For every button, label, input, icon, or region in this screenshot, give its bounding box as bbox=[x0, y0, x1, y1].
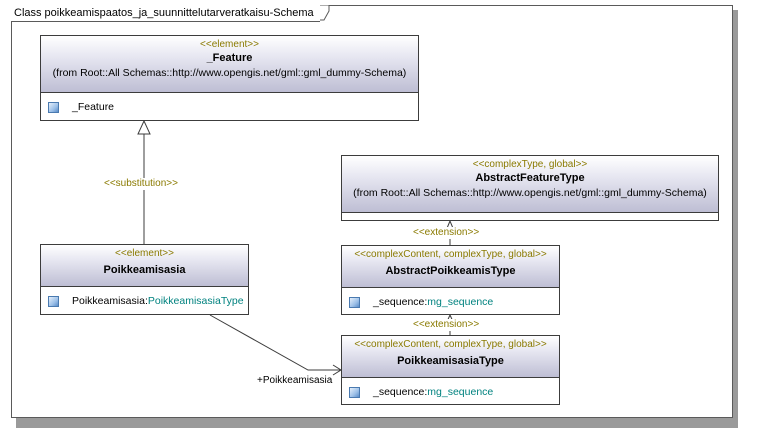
attribute-type: PoikkeamisasiaType bbox=[147, 295, 244, 307]
attribute-name: _Feature bbox=[72, 101, 115, 113]
class-abstract-poikkeamis-type-name: AbstractPoikkeamisType bbox=[385, 265, 516, 277]
attribute-type: mg_sequence bbox=[427, 296, 494, 308]
diagram-title: Class poikkeamispaatos_ja_suunnittelutar… bbox=[11, 5, 320, 22]
attribute-name: Poikkeamisasia: bbox=[72, 295, 148, 307]
class-poikkeamisasia[interactable]: <<element>> Poikkeamisasia Poikkeamisasi… bbox=[40, 244, 249, 315]
substitution-label: <<substitution>> bbox=[103, 178, 179, 190]
class-feature-name: _Feature bbox=[206, 52, 253, 64]
class-abstract-poikkeamis-type-header: <<complexContent, complexType, global>> … bbox=[342, 246, 559, 288]
class-abstract-feature-type-header: <<complexType, global>> AbstractFeatureT… bbox=[342, 156, 718, 213]
class-poikkeamisasia-attribute[interactable]: Poikkeamisasia:PoikkeamisasiaType bbox=[41, 290, 248, 312]
class-abstract-feature-type-stereotype: <<complexType, global>> bbox=[472, 159, 588, 170]
extension-label-1: <<extension>> bbox=[412, 227, 481, 239]
class-feature[interactable]: <<element>> _Feature (from Root::All Sch… bbox=[40, 35, 419, 121]
attribute-name: _sequence: bbox=[373, 296, 428, 308]
class-abstract-feature-type-name: AbstractFeatureType bbox=[475, 172, 585, 184]
class-poikkeamisasia-type-attribute[interactable]: _sequence:mg_sequence bbox=[342, 381, 559, 403]
class-abstract-poikkeamis-type-stereotype: <<complexContent, complexType, global>> bbox=[354, 249, 547, 260]
attribute-name: _sequence: bbox=[373, 386, 428, 398]
substitution-arrowhead bbox=[137, 119, 151, 135]
attribute-icon bbox=[48, 296, 59, 307]
class-abstract-feature-type[interactable]: <<complexType, global>> AbstractFeatureT… bbox=[341, 155, 719, 221]
extension-label-2: <<extension>> bbox=[412, 319, 481, 331]
class-abstract-poikkeamis-type-attribute[interactable]: _sequence:mg_sequence bbox=[342, 291, 559, 313]
attribute-icon bbox=[349, 297, 360, 308]
class-poikkeamisasia-type-header: <<complexContent, complexType, global>> … bbox=[342, 336, 559, 378]
class-poikkeamisasia-type[interactable]: <<complexContent, complexType, global>> … bbox=[341, 335, 560, 405]
attribute-icon bbox=[48, 102, 59, 113]
class-feature-stereotype: <<element>> bbox=[200, 39, 259, 50]
class-abstract-poikkeamis-type[interactable]: <<complexContent, complexType, global>> … bbox=[341, 245, 560, 315]
class-poikkeamisasia-header: <<element>> Poikkeamisasia bbox=[41, 245, 248, 287]
association-role-label: +Poikkeamisasia bbox=[257, 375, 333, 386]
class-poikkeamisasia-type-stereotype: <<complexContent, complexType, global>> bbox=[354, 339, 547, 350]
class-poikkeamisasia-name: Poikkeamisasia bbox=[103, 264, 186, 276]
class-abstract-feature-type-from: (from Root::All Schemas::http://www.open… bbox=[353, 187, 707, 199]
folded-corner-icon bbox=[320, 5, 330, 21]
attribute-type: mg_sequence bbox=[427, 386, 494, 398]
class-poikkeamisasia-stereotype: <<element>> bbox=[115, 248, 174, 259]
association-line bbox=[209, 314, 341, 371]
attribute-icon bbox=[349, 387, 360, 398]
class-poikkeamisasia-type-name: PoikkeamisasiaType bbox=[397, 355, 504, 367]
class-feature-header: <<element>> _Feature (from Root::All Sch… bbox=[41, 36, 418, 93]
class-feature-attribute[interactable]: _Feature bbox=[41, 96, 418, 118]
class-feature-from: (from Root::All Schemas::http://www.open… bbox=[52, 67, 407, 79]
